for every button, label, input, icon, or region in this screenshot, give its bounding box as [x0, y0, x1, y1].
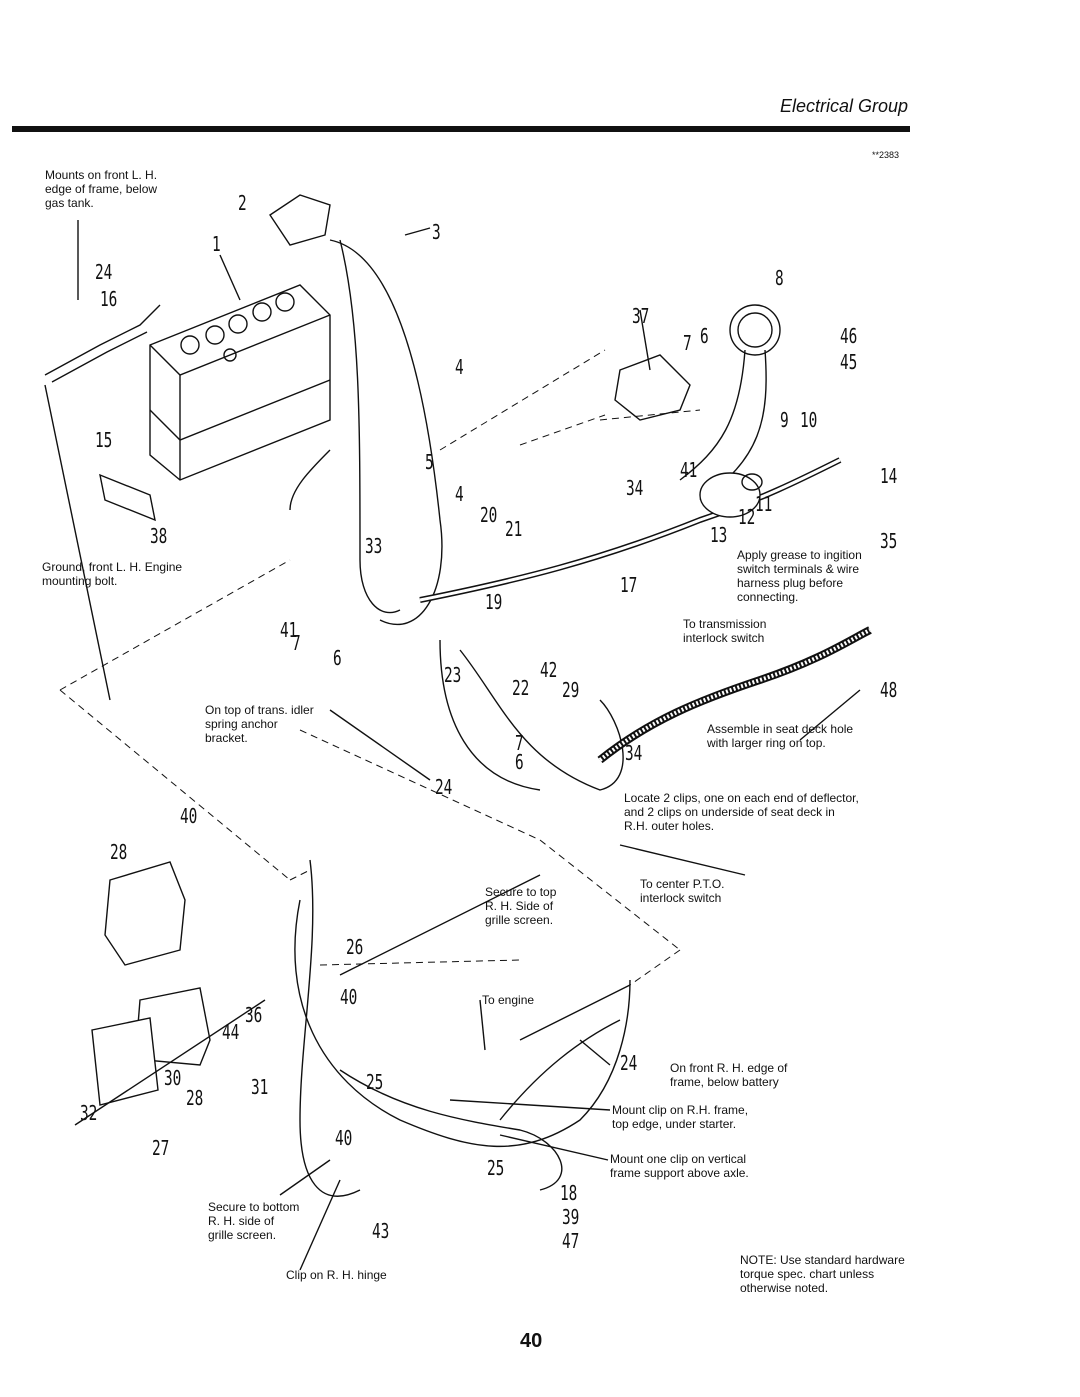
callout: 32: [80, 1101, 98, 1125]
callout: 41: [280, 618, 298, 642]
figure-code: **2383: [872, 150, 900, 160]
callout: 41: [680, 458, 698, 482]
callout: 21: [505, 517, 523, 541]
note-engine: To engine: [482, 993, 535, 1007]
callout: 28: [110, 840, 128, 864]
note-mount-one: Mount one clip on vertical frame support…: [610, 1152, 749, 1180]
callout: 25: [487, 1156, 505, 1180]
callout: 35: [880, 529, 898, 553]
callout: 24: [435, 775, 453, 799]
note-hardware: NOTE: Use standard hardware torque spec.…: [740, 1253, 905, 1295]
callout: 40: [335, 1126, 353, 1150]
note-secure-bottom: Secure to bottom R. H. side of grille sc…: [208, 1200, 300, 1242]
note-grease: Apply grease to ingition switch terminal…: [737, 548, 862, 604]
callout: 24: [95, 260, 113, 284]
callout: 40: [180, 804, 198, 828]
callout: 30: [164, 1066, 182, 1090]
callout: 8: [775, 266, 784, 290]
callout: 11: [755, 492, 773, 516]
note-pto: To center P.T.O. interlock switch: [640, 877, 725, 905]
callout: 42: [540, 658, 558, 682]
section-title: Electrical Group: [780, 96, 909, 116]
callout: 2: [238, 191, 247, 215]
callout: 19: [485, 590, 503, 614]
note-idler: On top of trans. idler spring anchor bra…: [205, 703, 314, 745]
callout: 46: [840, 324, 858, 348]
callout: 40: [340, 985, 358, 1009]
callout: 10: [800, 408, 818, 432]
note-mounts: Mounts on front L. H. edge of frame, bel…: [45, 168, 158, 210]
callout: 7: [683, 331, 692, 355]
callout: 43: [372, 1219, 390, 1243]
callout: 45: [840, 350, 858, 374]
header-rule: [12, 126, 910, 132]
callout: 47: [562, 1229, 580, 1253]
note-transmission: To transmission interlock switch: [683, 617, 767, 645]
note-secure-top: Secure to top R. H. Side of grille scree…: [485, 885, 557, 927]
note-mount-clip: Mount clip on R.H. frame, top edge, unde…: [612, 1103, 749, 1131]
callout: 24: [620, 1051, 638, 1075]
callout: 48: [880, 678, 898, 702]
callout: 15: [95, 428, 113, 452]
callout: 28: [186, 1086, 204, 1110]
callout: 16: [100, 287, 118, 311]
battery: [149, 284, 331, 481]
callout: 17: [620, 573, 638, 597]
callout: 4: [455, 355, 464, 379]
callout: 5: [425, 450, 434, 474]
callout: 6: [700, 324, 709, 348]
callout: 25: [366, 1070, 384, 1094]
callout: 6: [515, 750, 524, 774]
callout: 38: [150, 524, 168, 548]
callout: 27: [152, 1136, 170, 1160]
callout: 29: [562, 678, 580, 702]
callout: 20: [480, 503, 498, 527]
page-number: 40: [520, 1330, 543, 1352]
callout: 39: [562, 1205, 580, 1229]
callout: 26: [346, 935, 364, 959]
note-ground: Ground, front L. H. Engine mounting bolt…: [42, 560, 183, 588]
callout: 3: [432, 220, 441, 244]
note-seat-hole: Assemble in seat deck hole with larger r…: [707, 722, 854, 750]
callout: 44: [222, 1020, 240, 1044]
callout: 7: [292, 631, 301, 655]
callout: 22: [512, 676, 530, 700]
callout: 33: [365, 534, 383, 558]
note-clips: Locate 2 clips, one on each end of defle…: [624, 791, 859, 833]
callout: 9: [780, 408, 789, 432]
callout: 7: [515, 731, 524, 755]
callout: 6: [333, 646, 342, 670]
callout: 12: [738, 505, 756, 529]
callout: 23: [444, 663, 462, 687]
note-hinge: Clip on R. H. hinge: [286, 1268, 387, 1282]
callout: 34: [625, 741, 643, 765]
callout: 37: [632, 304, 650, 328]
callout: 31: [251, 1075, 269, 1099]
callout: 4: [455, 482, 464, 506]
callout: 36: [245, 1003, 263, 1027]
note-front-rh: On front R. H. edge of frame, below batt…: [670, 1061, 788, 1089]
callout: 34: [626, 476, 644, 500]
callout: 1: [212, 232, 221, 256]
callout: 14: [880, 464, 898, 488]
callout: 18: [560, 1181, 578, 1205]
callout: 13: [710, 523, 728, 547]
